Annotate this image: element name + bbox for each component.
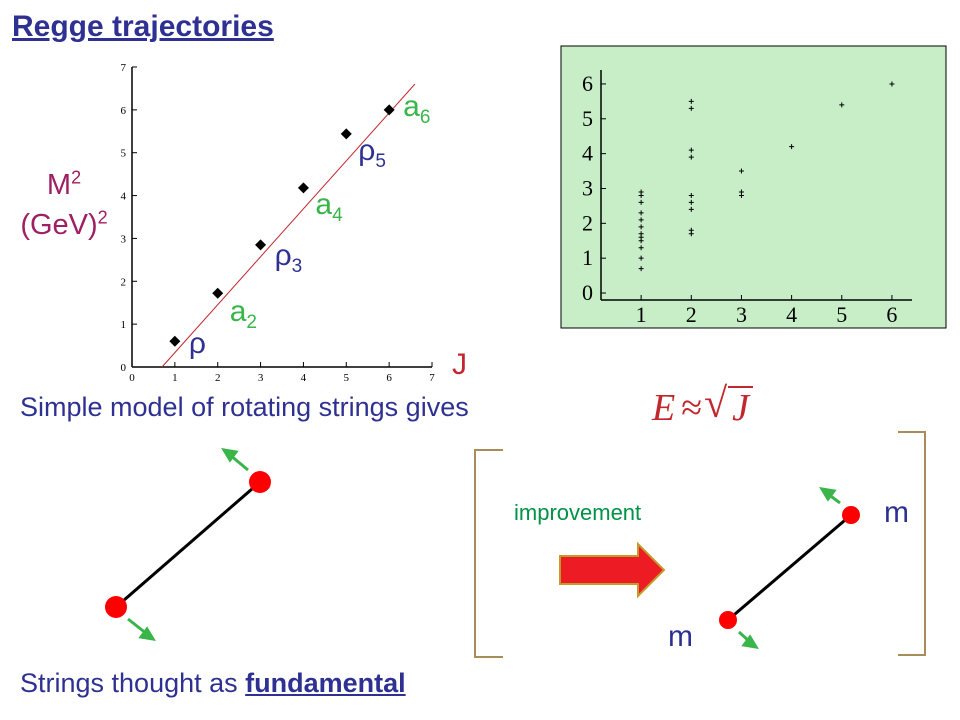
x-tick-label: 2	[686, 302, 697, 327]
mass-label-top: m	[884, 496, 909, 529]
x-tick-label: 4	[786, 302, 797, 327]
bracket-left	[474, 449, 503, 658]
data-point	[738, 168, 744, 174]
data-point	[638, 245, 644, 251]
velocity-arrow-bottom	[737, 630, 759, 650]
fit-line	[161, 83, 416, 368]
data-point	[169, 335, 181, 347]
improvement-label: improvement	[514, 500, 642, 525]
plot-background	[560, 45, 947, 329]
y-tick-label: 5	[121, 148, 127, 160]
bracket-right	[898, 431, 926, 656]
energy-formula: E≈√J	[652, 383, 753, 430]
data-point	[212, 287, 224, 299]
data-point	[688, 105, 694, 111]
data-point	[638, 224, 644, 230]
x-tick-label: 3	[258, 372, 264, 384]
y-axis-label: M2 (GeV)2	[20, 167, 108, 241]
data-point	[638, 255, 644, 261]
data-point	[297, 182, 309, 194]
data-point	[255, 239, 267, 251]
string-end-bottom	[105, 596, 127, 618]
x-tick-label: 1	[636, 302, 647, 327]
data-point	[688, 154, 694, 160]
x-tick-label: 1	[172, 372, 178, 384]
regge-chart: 0 1 2 3 4 5 6 7 0 1 2 3 4 5 6 7	[121, 62, 436, 384]
y-tick-label: 6	[582, 71, 593, 96]
data-point	[383, 104, 395, 116]
velocity-arrow-top	[819, 486, 841, 505]
point-label: a6	[403, 89, 431, 128]
rotating-string-diagram	[105, 447, 271, 642]
y-tick-label: 7	[121, 62, 127, 74]
x-tick-label: 3	[736, 302, 747, 327]
data-point	[889, 81, 895, 87]
mass-end-bottom	[719, 611, 737, 629]
data-point	[688, 98, 694, 104]
point-label: ρ5	[358, 133, 386, 172]
velocity-arrow-top	[221, 447, 249, 472]
improvement-arrow	[559, 541, 666, 599]
x-tick-label: 5	[344, 372, 350, 384]
page-title: Regge trajectories	[12, 10, 274, 43]
y-tick-label: 1	[121, 319, 127, 331]
data-point	[688, 192, 694, 198]
data-point	[839, 102, 845, 108]
data-point	[688, 227, 694, 233]
y-tick-label: 0	[582, 280, 593, 305]
point-label: ρ	[188, 327, 206, 361]
data-point	[688, 147, 694, 153]
velocity-arrow-bottom	[127, 617, 156, 642]
y-tick-label: 5	[582, 106, 593, 131]
x-tick-label: 2	[215, 372, 221, 384]
data-point	[340, 128, 352, 140]
x-tick-label: 0	[129, 372, 135, 384]
data-point	[688, 206, 694, 212]
x-tick-label: 4	[301, 372, 307, 384]
simple-model-text: Simple model of rotating strings gives	[20, 392, 469, 422]
data-point	[688, 199, 694, 205]
point-label: ρ3	[274, 238, 303, 277]
data-point	[638, 231, 644, 237]
y-tick-label: 4	[121, 191, 127, 203]
mass-label-bottom: m	[668, 620, 693, 653]
data-point	[638, 199, 644, 205]
x-tick-label: 6	[886, 302, 897, 327]
string-line	[727, 513, 852, 622]
point-label: a4	[315, 187, 343, 226]
point-label: a2	[229, 295, 257, 334]
mass-end-top	[842, 506, 860, 524]
y-tick-label: 2	[582, 210, 593, 235]
data-point	[638, 217, 644, 223]
data-point	[638, 210, 644, 216]
y-tick-label: 0	[121, 362, 127, 374]
y-tick-label: 4	[582, 141, 593, 166]
x-tick-label: 7	[429, 372, 435, 384]
y-tick-label: 2	[121, 276, 127, 288]
x-tick-label: 5	[836, 302, 847, 327]
y-tick-label: 3	[582, 175, 593, 200]
string-line	[115, 480, 261, 609]
y-tick-label: 3	[121, 233, 127, 245]
data-point	[638, 266, 644, 272]
y-tick-label: 6	[121, 105, 127, 117]
massive-string-diagram	[719, 486, 860, 650]
data-point	[638, 189, 644, 195]
x-axis-label: J	[452, 348, 467, 381]
string-end-top	[249, 471, 271, 493]
y-tick-label: 1	[582, 245, 593, 270]
spectrum-chart: 1 2 3 4 5 6 0 1 2 3 4 5 6	[560, 45, 947, 329]
data-point	[789, 144, 795, 150]
data-point	[738, 189, 744, 195]
x-tick-label: 6	[386, 372, 392, 384]
fundamental-strings-text: Strings thought as fundamental	[20, 668, 406, 698]
